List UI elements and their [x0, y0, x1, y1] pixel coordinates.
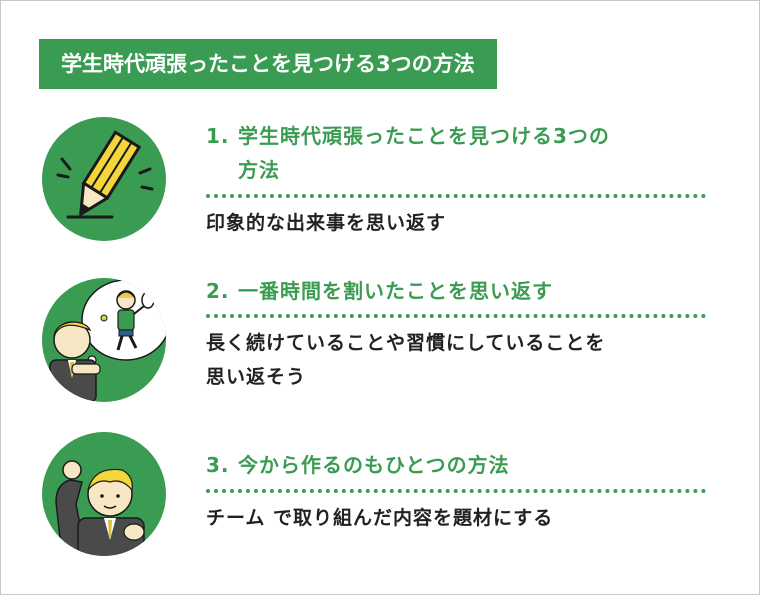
item-number: 2. [206, 279, 230, 303]
pencil-icon [42, 117, 166, 241]
dotted-divider [206, 489, 706, 493]
item-title-line: 方法 [238, 158, 280, 182]
item-description: 印象的な出来事を思い返す [206, 212, 447, 234]
item-title: 2. 一番時間を割いたことを思い返す [206, 274, 716, 308]
item-title: 1. 学生時代頑張ったことを見つける3つの 方法 [206, 119, 716, 187]
item-title: 3. 今から作るのもひとつの方法 [206, 448, 716, 482]
item-number: 3. [206, 453, 230, 477]
item-description: 長く続けていることや習慣にしていることを 思い返そう [206, 326, 721, 394]
item-description: チーム で取り組んだ内容を題材にする [206, 507, 554, 529]
thinking-student-icon [42, 278, 166, 402]
item-title-line: 学生時代頑張ったことを見つける3つの [238, 124, 610, 148]
page-title: 学生時代頑張ったことを見つける3つの方法 [39, 39, 497, 89]
dotted-divider [206, 194, 706, 198]
item-title-line: 今から作るのもひとつの方法 [238, 453, 510, 477]
dotted-divider [206, 314, 706, 318]
item-title-line: 一番時間を割いたことを思い返す [238, 279, 553, 303]
item-description-line: 長く続けていることや習慣にしていることを [206, 332, 606, 354]
flexing-student-icon [42, 432, 166, 556]
item-number: 1. [206, 124, 230, 148]
item-description-line: 思い返そう [206, 366, 307, 388]
